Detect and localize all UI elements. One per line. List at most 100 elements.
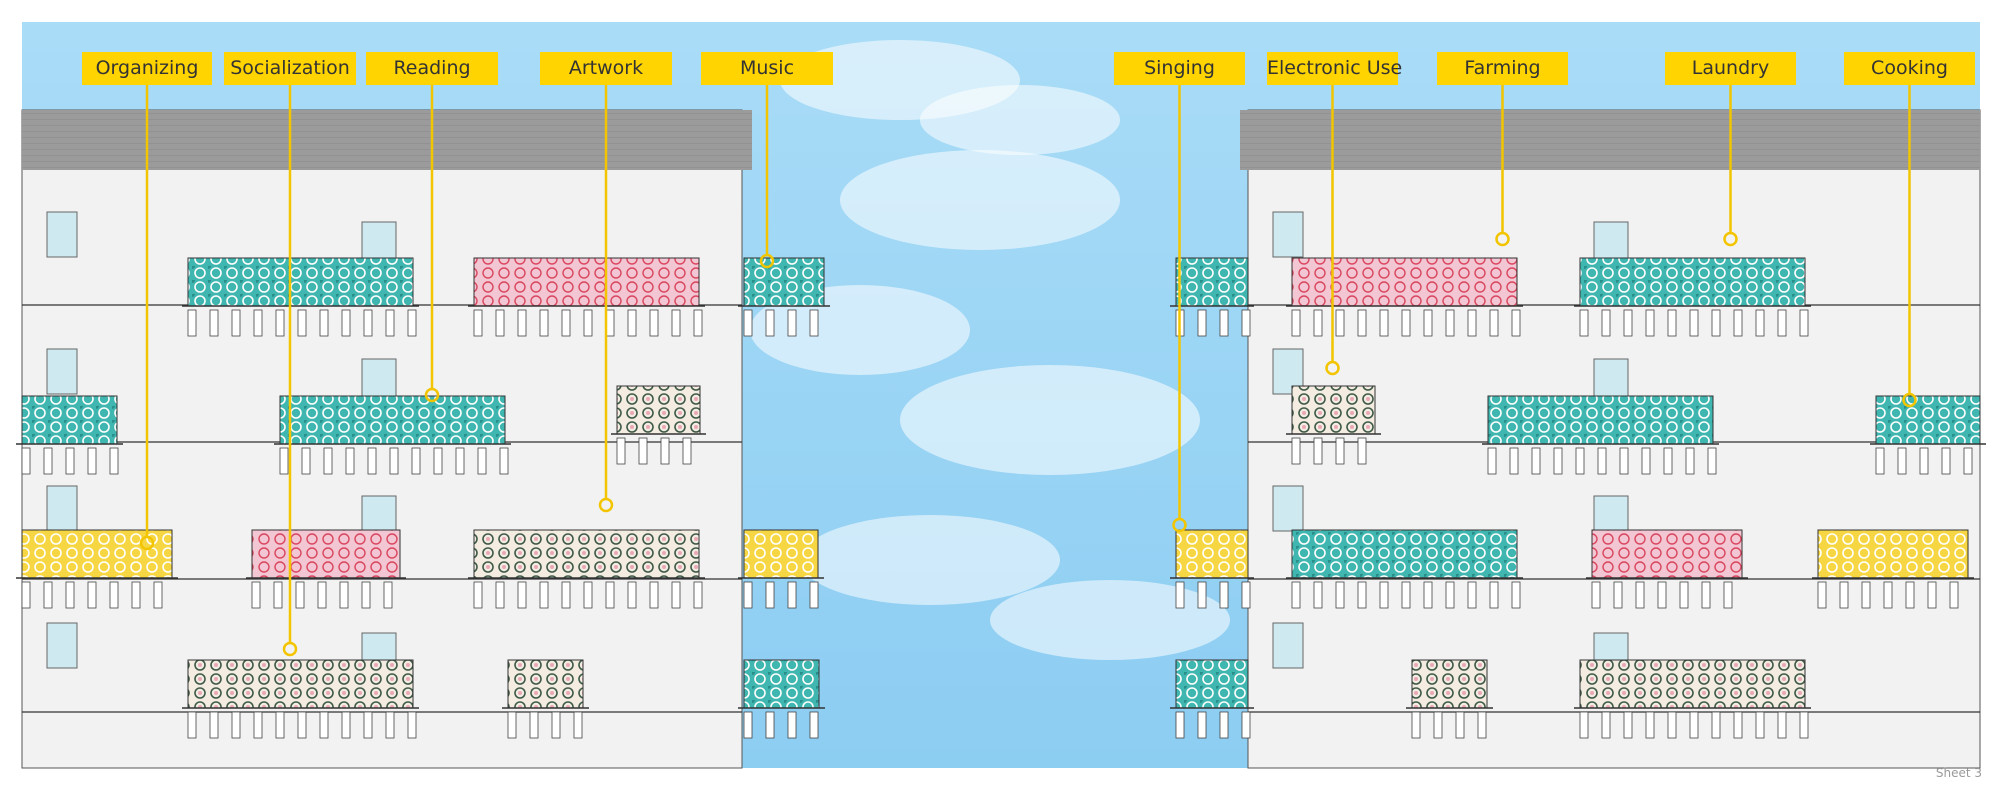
balcony-bracket — [682, 437, 692, 465]
balcony-bracket — [367, 447, 377, 475]
balcony-screen — [1579, 659, 1806, 709]
balcony-bracket — [43, 581, 53, 609]
balcony-bracket — [743, 581, 753, 609]
balcony-bracket — [251, 581, 261, 609]
balcony-screen — [473, 257, 700, 307]
balcony-screen — [616, 385, 701, 435]
balcony-bracket — [345, 447, 355, 475]
balcony-bracket — [1357, 309, 1367, 337]
cloud — [840, 150, 1120, 250]
cloud — [990, 580, 1230, 660]
balcony-bracket — [1597, 447, 1607, 475]
balcony-bracket — [627, 581, 637, 609]
cloud — [920, 85, 1120, 155]
balcony-bracket — [1291, 581, 1301, 609]
balcony-bracket — [1861, 581, 1871, 609]
balcony-bracket — [323, 447, 333, 475]
balcony-bracket — [1197, 309, 1207, 337]
balcony-bracket — [649, 309, 659, 337]
balcony-bracket — [363, 309, 373, 337]
right-building — [1170, 109, 1986, 769]
balcony-bracket — [1291, 309, 1301, 337]
balcony-bracket — [809, 711, 819, 739]
balcony-screen — [1175, 659, 1249, 709]
balcony-bracket — [1379, 581, 1389, 609]
balcony-bracket — [297, 309, 307, 337]
balcony-bracket — [649, 581, 659, 609]
balcony-bracket — [1511, 581, 1521, 609]
balcony-bracket — [1197, 711, 1207, 739]
balcony-bracket — [1799, 309, 1809, 337]
balcony-bracket — [1645, 711, 1655, 739]
balcony-bracket — [1963, 447, 1973, 475]
balcony-screen — [507, 659, 584, 709]
balcony-bracket — [1623, 309, 1633, 337]
balcony-bracket — [1641, 447, 1651, 475]
balcony-screen — [1817, 529, 1969, 579]
callout-cooking: Cooking — [1844, 52, 1975, 85]
balcony-bracket — [385, 309, 395, 337]
balcony-bracket — [275, 711, 285, 739]
balcony-bracket — [1445, 309, 1455, 337]
balcony-bracket — [583, 581, 593, 609]
balcony-bracket — [301, 447, 311, 475]
roof — [22, 110, 752, 170]
balcony-bracket — [495, 309, 505, 337]
balcony-bracket — [341, 711, 351, 739]
callout-farming: Farming — [1437, 52, 1568, 85]
balcony-bracket — [253, 711, 263, 739]
balcony-bracket — [1291, 437, 1301, 465]
balcony-bracket — [1635, 581, 1645, 609]
balcony-bracket — [1777, 711, 1787, 739]
balcony-bracket — [671, 309, 681, 337]
balcony-bracket — [507, 711, 517, 739]
window — [46, 622, 78, 669]
balcony-bracket — [495, 581, 505, 609]
balcony-bracket — [389, 447, 399, 475]
balcony-bracket — [1401, 309, 1411, 337]
sheet-label: Sheet 3 — [1935, 766, 1982, 780]
balcony-bracket — [1467, 309, 1477, 337]
balcony-bracket — [1477, 711, 1487, 739]
window — [1272, 211, 1304, 258]
balcony-bracket — [1219, 309, 1229, 337]
balcony-screen — [1175, 257, 1249, 307]
balcony-bracket — [1445, 581, 1455, 609]
balcony-bracket — [43, 447, 53, 475]
balcony-bracket — [1175, 711, 1185, 739]
balcony-bracket — [529, 711, 539, 739]
balcony-bracket — [65, 581, 75, 609]
balcony-bracket — [411, 447, 421, 475]
balcony-bracket — [21, 447, 31, 475]
callout-music: Music — [701, 52, 833, 85]
window — [46, 348, 78, 395]
balcony-bracket — [407, 309, 417, 337]
balcony-bracket — [131, 581, 141, 609]
balcony-bracket — [407, 711, 417, 739]
balcony-bracket — [1817, 581, 1827, 609]
balcony-bracket — [1487, 447, 1497, 475]
leader-dot-organizing — [139, 535, 155, 551]
balcony-bracket — [1679, 581, 1689, 609]
balcony-bracket — [1711, 309, 1721, 337]
balcony-bracket — [1667, 309, 1677, 337]
balcony-bracket — [1619, 447, 1629, 475]
window — [46, 485, 78, 532]
balcony-bracket — [317, 581, 327, 609]
callout-leader-lines — [139, 85, 1917, 657]
balcony-bracket — [1905, 581, 1915, 609]
balcony-bracket — [1357, 581, 1367, 609]
balcony-bracket — [809, 309, 819, 337]
balcony-bracket — [275, 309, 285, 337]
balcony-bracket — [231, 309, 241, 337]
balcony-bracket — [1357, 437, 1367, 465]
balcony-screen — [1291, 257, 1518, 307]
balcony-bracket — [539, 309, 549, 337]
leader-dot-laundry — [1723, 231, 1738, 247]
balcony-bracket — [1579, 711, 1589, 739]
balcony-bracket — [809, 581, 819, 609]
balcony-screen — [743, 257, 825, 307]
balcony-bracket — [1219, 711, 1229, 739]
balcony-bracket — [87, 581, 97, 609]
left-building — [16, 109, 830, 769]
